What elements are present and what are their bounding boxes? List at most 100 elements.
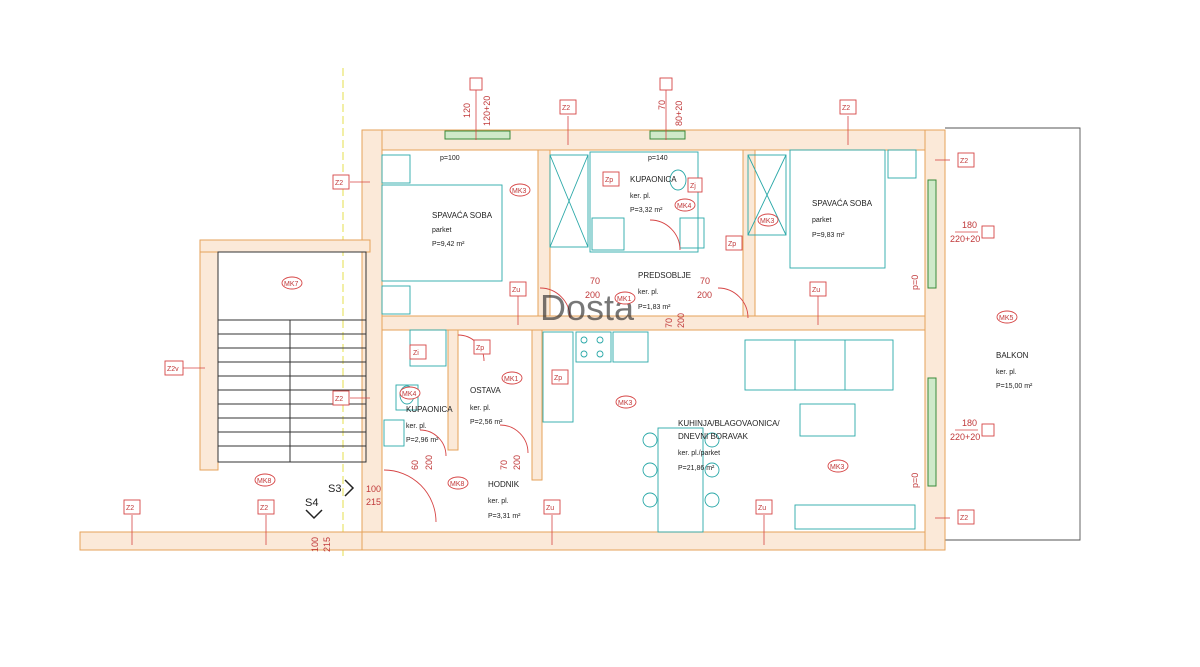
room-storage: OSTAVA ker. pl. P=2,56 m² [470, 386, 503, 426]
room-area: P=21,86 m² [678, 465, 715, 472]
wall-tag: Z2 [562, 105, 570, 112]
dim-value: 70 [657, 100, 667, 110]
room-kitchen-living: KUHINJA/BLAGOVAONICA/ DNEVNI BORAVAK ker… [678, 419, 780, 472]
dim-value: 180 [962, 220, 977, 230]
floor-tag: MK8 [450, 481, 465, 488]
floor-tag: MK3 [618, 400, 633, 407]
floor-tag: MK3 [760, 218, 775, 225]
room-name: SPAVAĆA SOBA [812, 199, 873, 208]
dim-value: 220+20 [950, 432, 980, 442]
dim-value: 70 [590, 276, 600, 286]
room-area: P=3,31 m² [488, 513, 521, 520]
room-name: KUPAONICA [406, 405, 453, 414]
balcony-window-dims: 180 220+20 180 220+20 p=0 p=0 [910, 220, 995, 488]
door-swings [383, 219, 749, 523]
dim-value: 200 [676, 313, 686, 328]
window-bathroom [649, 130, 686, 140]
dim-value: 120 [462, 103, 472, 118]
room-area: P=1,83 m² [638, 304, 671, 311]
dim-value: 80+20 [674, 101, 684, 126]
floor-tag: MK3 [512, 188, 527, 195]
door-dims: 70 200 70 200 70 200 60 200 70 200 [410, 276, 712, 470]
floor-tag: MK1 [617, 296, 632, 303]
dim-value: 70 [664, 318, 674, 328]
room-floor: ker. pl. [470, 405, 491, 412]
room-floor: parket [812, 217, 832, 224]
furniture [381, 149, 917, 533]
section-markers [305, 479, 355, 520]
dim-value: 220+20 [950, 234, 980, 244]
wall-tag: Zp [476, 345, 484, 352]
dim-value: 200 [585, 290, 600, 300]
room-area: P=9,83 m² [812, 232, 845, 239]
wall-tags: Z2 Z2 Z2 Z2 Z2 Z2 Z2v Z2 Z2 Zu Zu Zu Zu … [123, 99, 975, 525]
section-label-s3: S3 [328, 483, 341, 495]
dim-value: 200 [424, 455, 434, 470]
room-name: PREDSOBLJE [638, 271, 691, 280]
wall-tag: Z2 [842, 105, 850, 112]
dim-value: p=0 [910, 473, 920, 488]
wall-tag: Z2 [126, 505, 134, 512]
leader-lines [131, 90, 978, 545]
floor-tag: MK8 [257, 478, 272, 485]
wall-tag: Z2 [260, 505, 268, 512]
floor-tag: MK1 [504, 376, 519, 383]
wall-tag: Zp [554, 375, 562, 382]
dim-value: 200 [697, 290, 712, 300]
dim-value: 70 [499, 460, 509, 470]
room-floor: ker. pl. [406, 423, 427, 430]
room-area: P=2,56 m² [470, 419, 503, 426]
room-name: BALKON [996, 351, 1029, 360]
wall-tag: Z2 [960, 515, 968, 522]
floor-tag: MK4 [677, 203, 692, 210]
dim-value: 215 [366, 497, 381, 507]
floor-tag: MK7 [284, 281, 299, 288]
room-floor: ker. pl. [630, 193, 651, 200]
dim-value: 100 [366, 484, 381, 494]
floor-tag: MK4 [402, 391, 417, 398]
window-dim-2: 70 80+20 p=140 [648, 77, 684, 162]
dim-value: 70 [700, 276, 710, 286]
room-floor: parket [432, 227, 452, 234]
dim-value: p=100 [440, 155, 460, 162]
room-corridor: HODNIK ker. pl. P=3,31 m² [488, 480, 521, 520]
wall-tag: Zp [728, 241, 736, 248]
dim-value: p=140 [648, 155, 668, 162]
staircase [217, 251, 367, 463]
wall-tag: Zu [758, 505, 766, 512]
room-name: OSTAVA [470, 386, 501, 395]
room-name: KUHINJA/BLAGOVAONICA/ [678, 419, 780, 428]
room-name: KUPAONICA [630, 175, 677, 184]
wall-tag: Zi [413, 350, 419, 357]
window-dim-1: 120 120+20 p=100 [440, 77, 492, 162]
dim-value: p=0 [910, 275, 920, 290]
room-floor: ker. pl./parket [678, 450, 720, 457]
room-floor: ker. pl. [996, 369, 1017, 376]
room-name: SPAVAĆA SOBA [432, 211, 493, 220]
room-floor: ker. pl. [488, 498, 509, 505]
wall-tag: Z2 [335, 396, 343, 403]
window-bedroom2 [927, 179, 937, 289]
wall-tag: Zu [512, 287, 520, 294]
floor-tag: MK5 [999, 315, 1014, 322]
floor-tags: MK3 MK3 MK4 MK1 MK7 MK4 MK1 MK3 MK8 MK3 … [254, 183, 1018, 490]
room-balcony: BALKON ker. pl. P=15,00 m² [996, 351, 1033, 390]
room-bathroom1: KUPAONICA ker. pl. P=3,32 m² [630, 175, 677, 214]
dim-value: 180 [962, 418, 977, 428]
room-hall: PREDSOBLJE ker. pl. P=1,83 m² [638, 271, 691, 311]
entry-dims: 100 215 100 215 [310, 484, 381, 552]
room-floor: ker. pl. [638, 289, 659, 296]
dim-value: 200 [512, 455, 522, 470]
room-bedroom2: SPAVAĆA SOBA parket P=9,83 m² [812, 199, 873, 239]
dim-value: 60 [410, 460, 420, 470]
dim-value: 215 [322, 537, 332, 552]
wall-tag: Zj [690, 183, 696, 190]
dim-value: 120+20 [482, 96, 492, 126]
room-area: P=15,00 m² [996, 383, 1033, 390]
wall-tag: Zu [812, 287, 820, 294]
floor-tag: MK3 [830, 464, 845, 471]
room-area: P=2,96 m² [406, 437, 439, 444]
room-bedroom1: SPAVAĆA SOBA parket P=9,42 m² [432, 211, 493, 248]
room-area: P=3,32 m² [630, 207, 663, 214]
